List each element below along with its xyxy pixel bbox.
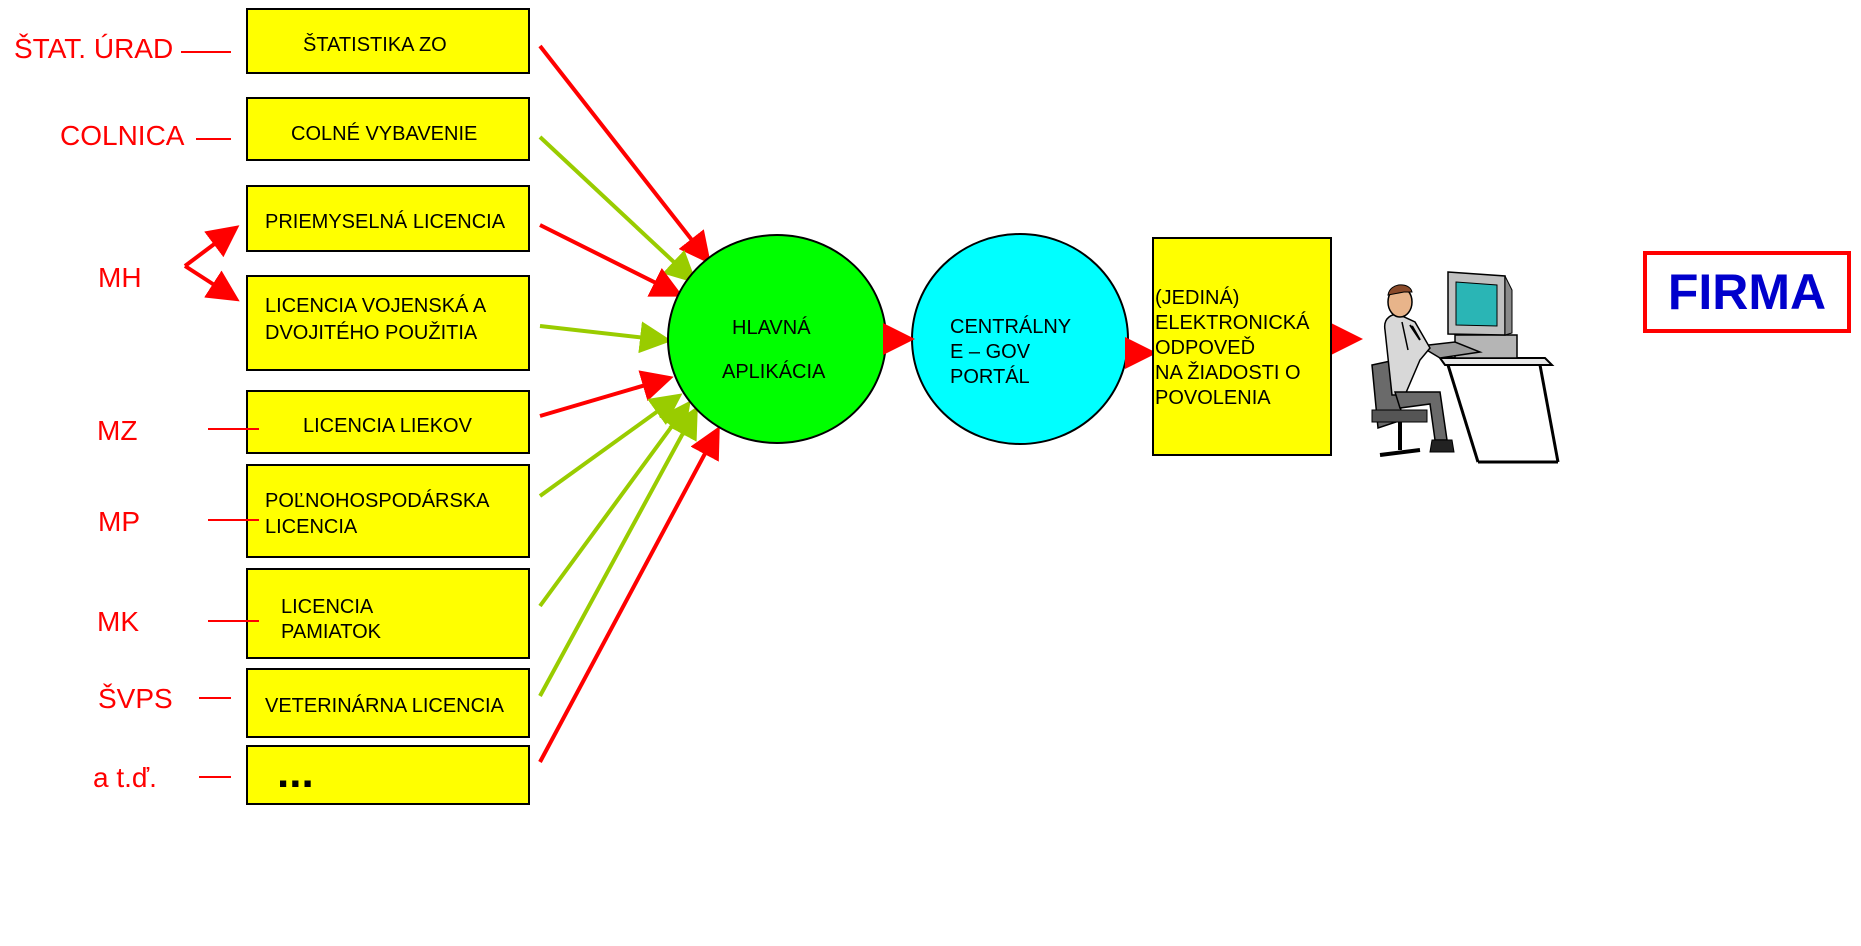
ellipsis-label: ... xyxy=(277,748,314,797)
service-box-licencia-pamiatok: LICENCIA PAMIATOK xyxy=(246,568,530,659)
response-line3: ODPOVEĎ xyxy=(1155,337,1256,359)
service-label: COLNÉ VYBAVENIE xyxy=(291,123,478,145)
service-box-statistika: ŠTATISTIKA ZO xyxy=(246,8,530,74)
arrow-pamiatok-hub xyxy=(538,400,691,608)
person-at-computer-icon xyxy=(1371,271,1560,464)
firma-label: FIRMA xyxy=(1667,264,1827,320)
service-label-line1: LICENCIA VOJENSKÁ A xyxy=(265,295,487,317)
agency-label-stat-urad: ŠTAT. ÚRAD xyxy=(14,33,174,64)
portal-label-line2: E – GOV xyxy=(950,341,1031,363)
service-label: LICENCIA LIEKOV xyxy=(303,415,472,437)
service-box-priemyselna-licencia: PRIEMYSELNÁ LICENCIA xyxy=(246,185,530,252)
portal-label-line1: CENTRÁLNY xyxy=(950,316,1072,338)
response-line5: POVOLENIA xyxy=(1155,387,1271,409)
arrow-colnica-hub xyxy=(538,135,697,284)
agency-label-mh: MH xyxy=(98,262,142,293)
service-box-polnohospodarska-licencia: POĽNOHOSPODÁRSKA LICENCIA xyxy=(246,464,530,558)
arrow-etc-hub xyxy=(538,425,720,763)
service-label: VETERINÁRNA LICENCIA xyxy=(265,695,504,717)
service-box-colne-vybavenie: COLNÉ VYBAVENIE xyxy=(246,97,530,161)
agency-label-mz: MZ xyxy=(97,415,138,446)
agency-connectors xyxy=(181,51,259,778)
service-label-line2: LICENCIA xyxy=(265,516,358,538)
arrow-veterinarna-hub xyxy=(538,405,698,697)
hub-label-line2: APLIKÁCIA xyxy=(722,361,826,383)
response-line1: (JEDINÁ) xyxy=(1155,287,1240,309)
agency-label-svps: ŠVPS xyxy=(98,683,173,714)
service-label: ŠTATISTIKA ZO xyxy=(303,34,447,56)
response-box xyxy=(1152,237,1332,456)
agency-label-mk: MK xyxy=(97,606,139,637)
portal-label-line3: PORTÁL xyxy=(950,366,1030,388)
agency-label-atd: a t.ď. xyxy=(93,762,157,793)
service-label-line2: DVOJITÉHO POUŽITIA xyxy=(265,322,478,344)
arrow-vojenska-hub xyxy=(539,321,672,354)
arrow-statistika-hub xyxy=(538,44,711,265)
mh-arrow-priemyselna xyxy=(183,225,240,268)
service-label-line1: LICENCIA xyxy=(281,596,374,618)
response-line2: ELEKTRONICKÁ xyxy=(1155,312,1310,334)
firma-box: FIRMA xyxy=(1643,251,1851,333)
arrow-polnohospodarska-hub xyxy=(538,393,683,498)
response-line4: NA ŽIADOSTI O xyxy=(1155,362,1301,384)
mh-arrow-vojenska xyxy=(183,264,240,302)
hub-label-line1: HLAVNÁ xyxy=(732,317,811,339)
agency-label-colnica: COLNICA xyxy=(60,120,185,151)
service-box-veterinarna-licencia: VETERINÁRNA LICENCIA xyxy=(246,668,530,738)
service-box-licencia-liekov: LICENCIA LIEKOV xyxy=(246,390,530,454)
agency-label-mp: MP xyxy=(98,506,140,537)
service-label: PRIEMYSELNÁ LICENCIA xyxy=(265,211,506,233)
arrow-priemyselna-hub xyxy=(539,223,684,297)
service-label-line2: PAMIATOK xyxy=(281,621,382,643)
service-box-etc: ... xyxy=(246,745,530,805)
service-box-vojenska-licencia: LICENCIA VOJENSKÁ A DVOJITÉHO POUŽITIA xyxy=(246,275,530,371)
arrow-liekov-hub xyxy=(539,370,674,418)
service-label-line1: POĽNOHOSPODÁRSKA xyxy=(265,490,490,512)
